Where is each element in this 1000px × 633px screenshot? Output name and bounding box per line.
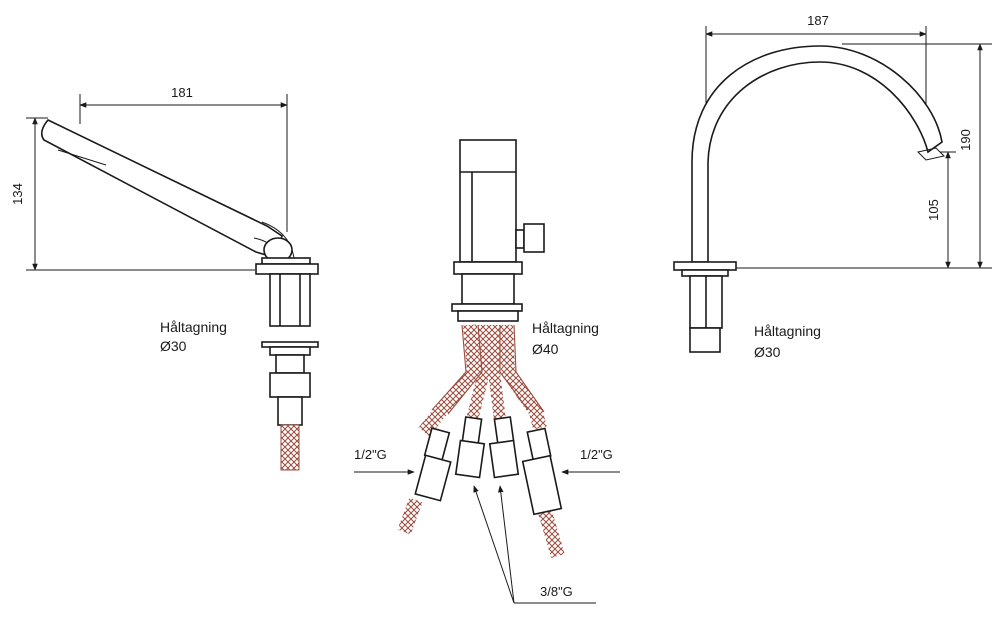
valve-hoses xyxy=(397,324,565,558)
valve-view: 1/2"G 1/2"G 3/8"G Håltagning Ø40 xyxy=(354,139,620,604)
outlet-thread-leader: 3/8"G xyxy=(473,485,596,604)
spout-view: 187 190 105 Håltagning Ø30 xyxy=(673,13,992,360)
hand-shower-view: 181 134 Håltagni xyxy=(10,85,319,471)
hand-shower-width-dimension: 181 xyxy=(79,85,288,232)
outlet-thread-label: 3/8"G xyxy=(540,584,573,599)
left-inlet-label: 1/2"G xyxy=(354,447,387,462)
right-inlet-label: 1/2"G xyxy=(580,447,613,462)
hand-shower-handle xyxy=(40,119,295,263)
hand-shower-hole-diameter: Ø30 xyxy=(160,338,187,354)
spout-hole-label: Håltagning xyxy=(754,323,821,339)
valve-body xyxy=(451,139,545,322)
valve-hole-label: Håltagning xyxy=(532,320,599,336)
dim-187-label: 187 xyxy=(807,13,829,28)
spout-hole-diameter: Ø30 xyxy=(754,344,781,360)
hand-shower-hole-label: Håltagning xyxy=(160,319,227,335)
hand-shower-holder xyxy=(255,257,319,426)
dim-181-label: 181 xyxy=(171,85,193,100)
dim-190-label: 190 xyxy=(958,129,973,151)
hand-shower-height-dimension: 134 xyxy=(10,117,255,271)
hand-shower-hose xyxy=(280,424,300,471)
valve-fittings xyxy=(414,416,563,516)
dim-105-label: 105 xyxy=(926,199,941,221)
valve-hole-diameter: Ø40 xyxy=(532,341,559,357)
dim-134-label: 134 xyxy=(10,183,25,205)
spout-body xyxy=(673,45,945,353)
spout-height-dimensions: 190 105 xyxy=(736,43,992,269)
